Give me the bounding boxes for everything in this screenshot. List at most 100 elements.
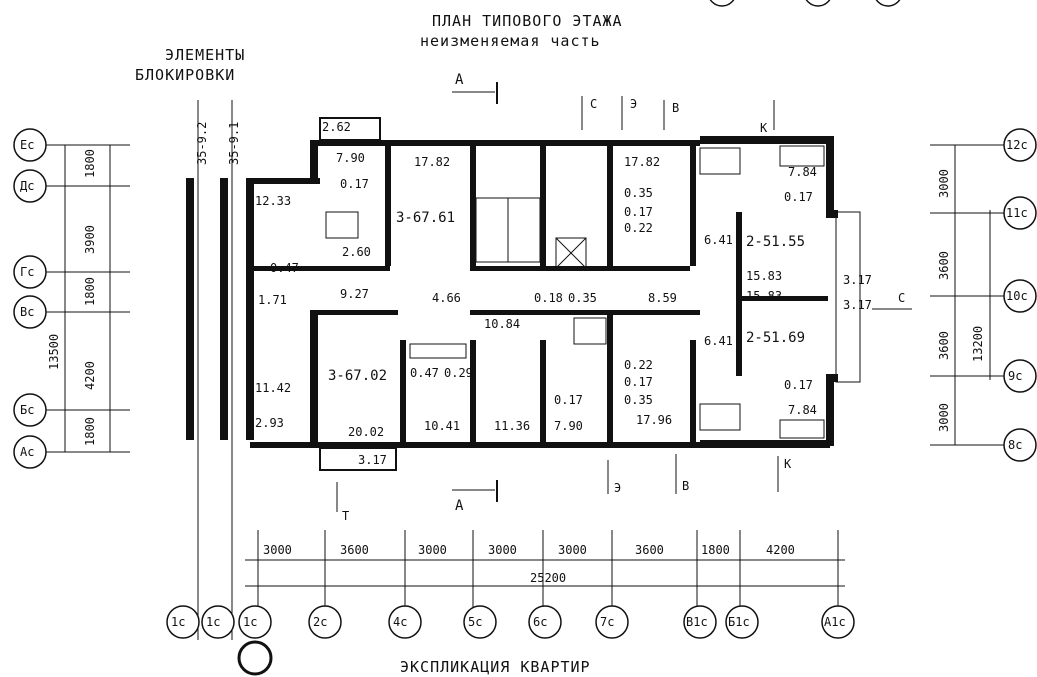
room-areas: 2.62 7.90 0.17 17.82 12.33 2.60 0.47 9.2…	[255, 120, 872, 467]
svg-text:0.17: 0.17	[624, 375, 653, 389]
svg-text:3.17: 3.17	[358, 453, 387, 467]
svg-text:1800: 1800	[701, 543, 730, 557]
svg-text:3000: 3000	[558, 543, 587, 557]
svg-text:20.02: 20.02	[348, 425, 384, 439]
svg-text:3.17: 3.17	[843, 298, 872, 312]
svg-text:А: А	[455, 72, 464, 88]
svg-text:8с: 8с	[1008, 438, 1022, 452]
svg-text:7.84: 7.84	[788, 165, 817, 179]
apartment-code: 2-51.69	[746, 330, 805, 346]
svg-text:7с: 7с	[600, 615, 614, 629]
svg-text:17.96: 17.96	[636, 413, 672, 427]
svg-text:2.60: 2.60	[342, 245, 371, 259]
axis-bubble: 12с	[1003, 128, 1037, 162]
empty-axis-bubble	[237, 640, 273, 676]
axis-bubble: А1с	[821, 605, 855, 639]
blocking-element-label: 35-9.2	[195, 122, 209, 165]
explication-title: ЭКСПЛИКАЦИЯ КВАРТИР	[400, 658, 591, 676]
axis-bubble: Вс	[13, 295, 47, 329]
svg-text:6.41: 6.41	[704, 233, 733, 247]
svg-text:0.35: 0.35	[624, 186, 653, 200]
axis-bubble: 1с	[238, 605, 272, 639]
axis-bubble: 7с	[595, 605, 629, 639]
apartment-code: 3-67.02	[328, 368, 387, 384]
svg-text:8.59: 8.59	[648, 291, 677, 305]
blocking-element-label: 35-9.1	[227, 122, 241, 165]
svg-text:7.90: 7.90	[336, 151, 365, 165]
svg-text:К: К	[784, 457, 792, 471]
svg-text:15.83: 15.83	[746, 289, 782, 303]
svg-text:1с: 1с	[243, 615, 257, 629]
svg-text:0.17: 0.17	[624, 205, 653, 219]
apartment-code: 2-51.55	[746, 234, 805, 250]
svg-text:3.17: 3.17	[843, 273, 872, 287]
apartment-code: 3-67.61	[396, 210, 455, 226]
axis-bubble: 6с	[528, 605, 562, 639]
blocking-subtitle: БЛОКИРОВКИ	[135, 66, 235, 84]
svg-text:4с: 4с	[393, 615, 407, 629]
svg-text:12.33: 12.33	[255, 194, 291, 208]
svg-text:В1с: В1с	[686, 615, 708, 629]
svg-text:13200: 13200	[971, 326, 985, 362]
svg-text:Т: Т	[342, 509, 349, 523]
svg-text:0.35: 0.35	[624, 393, 653, 407]
axis-bubble: Дс	[13, 169, 47, 203]
svg-text:3900: 3900	[83, 225, 97, 254]
right-axis-grid: 12с 11с 10с 9с 8с 3000 3600 3600 3000 13…	[930, 128, 1037, 462]
svg-text:3000: 3000	[488, 543, 517, 557]
blocking-title: ЭЛЕМЕНТЫ	[165, 46, 245, 64]
svg-text:2.62: 2.62	[322, 120, 351, 134]
svg-text:Вс: Вс	[20, 305, 34, 319]
svg-text:11.42: 11.42	[255, 381, 291, 395]
svg-text:0.17: 0.17	[784, 378, 813, 392]
svg-text:Ас: Ас	[20, 445, 34, 459]
svg-text:А1с: А1с	[824, 615, 846, 629]
svg-text:0.17: 0.17	[340, 177, 369, 191]
svg-text:С: С	[590, 97, 597, 111]
svg-text:10с: 10с	[1006, 289, 1028, 303]
svg-text:11.36: 11.36	[494, 419, 530, 433]
svg-text:1с: 1с	[206, 615, 220, 629]
axis-bubble: 10с	[1003, 279, 1037, 313]
axis-bubble: 4с	[388, 605, 422, 639]
svg-text:0.17: 0.17	[554, 393, 583, 407]
svg-text:Б1с: Б1с	[728, 615, 750, 629]
axis-bubble: В1с	[683, 605, 717, 639]
svg-text:9с: 9с	[1008, 369, 1022, 383]
svg-text:3000: 3000	[937, 403, 951, 432]
axis-bubble: 1с	[201, 605, 235, 639]
svg-text:12с: 12с	[1006, 138, 1028, 152]
svg-text:17.82: 17.82	[414, 155, 450, 169]
svg-text:1с: 1с	[171, 615, 185, 629]
svg-text:1.71: 1.71	[258, 293, 287, 307]
axis-bubble: Ас	[13, 435, 47, 469]
svg-text:1800: 1800	[83, 277, 97, 306]
axis-bubble: 1с	[166, 605, 200, 639]
svg-text:Бс: Бс	[20, 403, 34, 417]
blocking-elements: 35-9.2 35-9.1	[186, 100, 254, 640]
svg-text:2.93: 2.93	[255, 416, 284, 430]
svg-text:0.18: 0.18	[534, 291, 563, 305]
svg-text:0.47: 0.47	[270, 261, 299, 275]
axis-bubble: Б1с	[725, 605, 759, 639]
svg-text:7.90: 7.90	[554, 419, 583, 433]
svg-text:5с: 5с	[468, 615, 482, 629]
svg-text:4200: 4200	[766, 543, 795, 557]
svg-text:К: К	[760, 121, 768, 135]
svg-text:0.35: 0.35	[568, 291, 597, 305]
svg-text:6.41: 6.41	[704, 334, 733, 348]
svg-text:9.27: 9.27	[340, 287, 369, 301]
svg-text:7.84: 7.84	[788, 403, 817, 417]
svg-text:15.83: 15.83	[746, 269, 782, 283]
svg-text:1800: 1800	[83, 149, 97, 178]
svg-text:3600: 3600	[937, 331, 951, 360]
svg-text:0.29: 0.29	[444, 366, 473, 380]
svg-text:0.47: 0.47	[410, 366, 439, 380]
left-axis-ticks	[45, 144, 130, 453]
svg-text:0.22: 0.22	[624, 221, 653, 235]
svg-text:3000: 3000	[418, 543, 447, 557]
axis-bubble: 8с	[1003, 428, 1037, 462]
svg-text:13500: 13500	[47, 334, 61, 370]
svg-text:Дс: Дс	[20, 179, 34, 193]
